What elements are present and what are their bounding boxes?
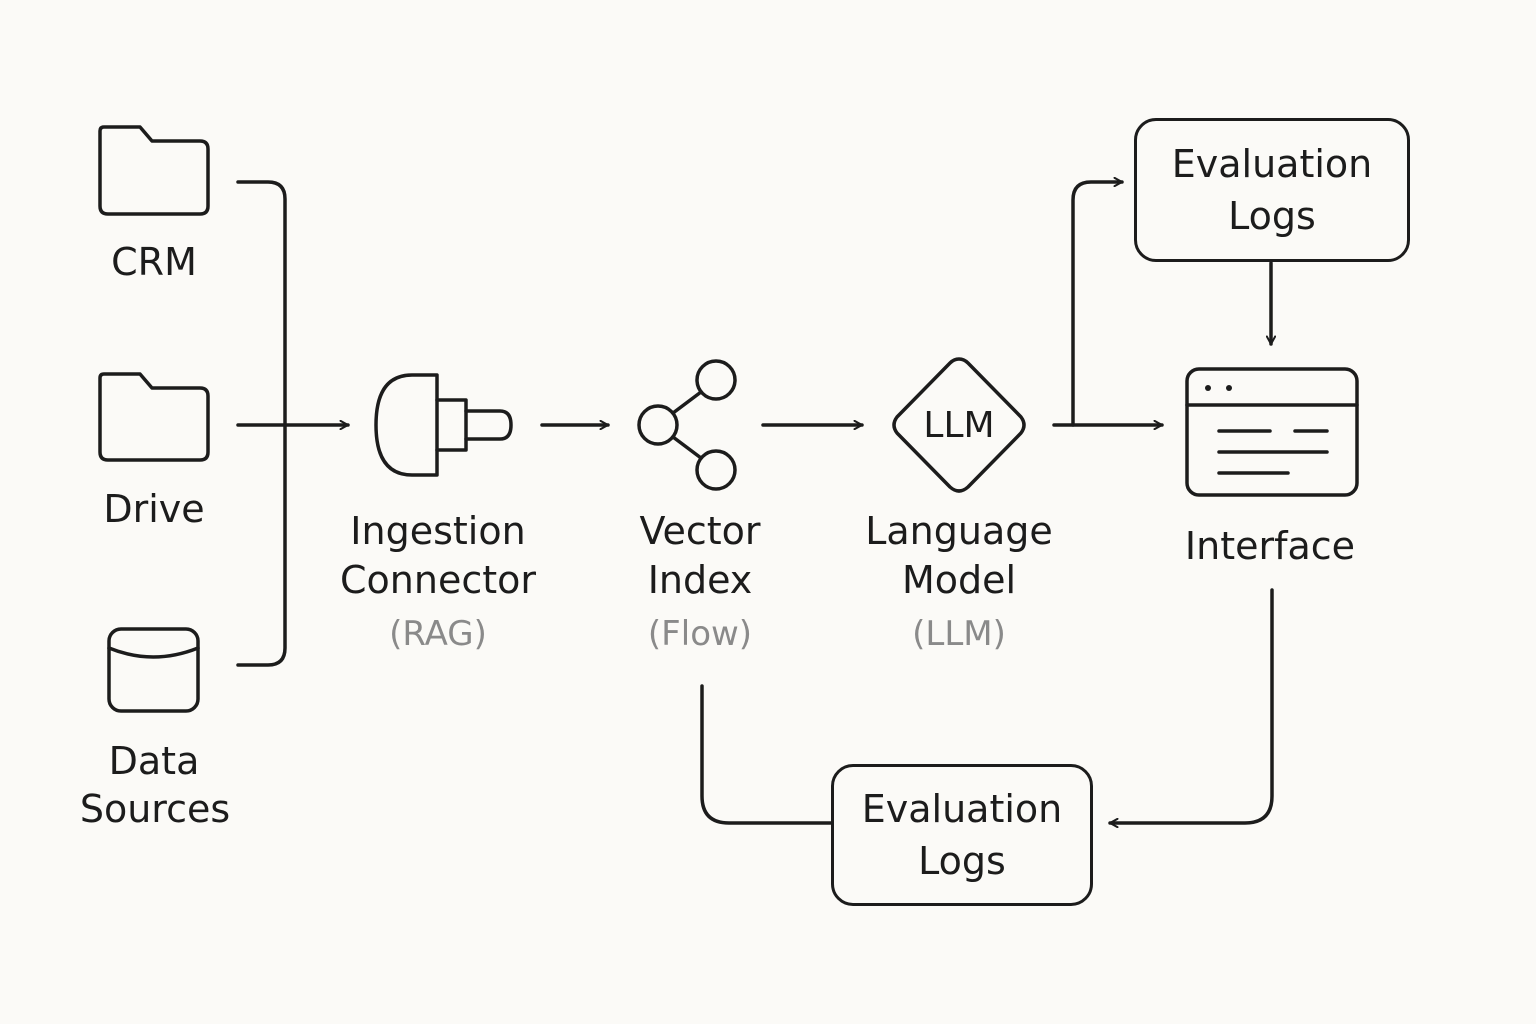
ingestion-sublabel: (RAG) xyxy=(389,614,487,654)
interface-to-eval-logs-arrow xyxy=(1108,588,1274,823)
eval-logs-top-line2: Logs xyxy=(1228,194,1316,238)
llm-label-line1: Language xyxy=(865,509,1053,553)
data-sources-label-line1: Data xyxy=(108,739,200,783)
vector-to-eval-logs-line xyxy=(700,684,834,825)
eval-logs-top-line1: Evaluation xyxy=(1171,142,1373,186)
sources-bracket xyxy=(236,180,350,667)
eval-logs-top-box: Evaluation Logs xyxy=(1134,118,1410,262)
llm-label-line2: Model xyxy=(901,558,1017,602)
llm-to-eval-logs-arrow xyxy=(1071,182,1124,427)
crm-folder-icon xyxy=(98,125,210,216)
drive-label: Drive xyxy=(103,487,205,531)
browser-window-icon xyxy=(1185,367,1359,497)
llm-diamond-icon xyxy=(892,357,1026,493)
database-icon xyxy=(107,627,200,713)
vector-label-line2: Index xyxy=(647,558,753,602)
llm-sublabel: (LLM) xyxy=(912,614,1006,654)
ingestion-label-line2: Connector xyxy=(340,558,536,602)
vector-sublabel: (Flow) xyxy=(647,614,753,654)
interface-label: Interface xyxy=(1184,524,1356,568)
data-sources-label-line2: Sources xyxy=(79,787,231,831)
plug-icon xyxy=(374,373,513,477)
eval-logs-bottom-box: Evaluation Logs xyxy=(831,764,1093,906)
eval-logs-bottom-line1: Evaluation xyxy=(861,787,1063,831)
share-nodes-icon xyxy=(637,359,737,491)
ingestion-label-line1: Ingestion xyxy=(350,509,526,553)
drive-folder-icon xyxy=(98,372,210,462)
llm-badge-text: LLM xyxy=(923,405,995,446)
crm-label: CRM xyxy=(111,240,197,284)
eval-logs-bottom-line2: Logs xyxy=(918,839,1006,883)
vector-label-line1: Vector xyxy=(639,509,761,553)
